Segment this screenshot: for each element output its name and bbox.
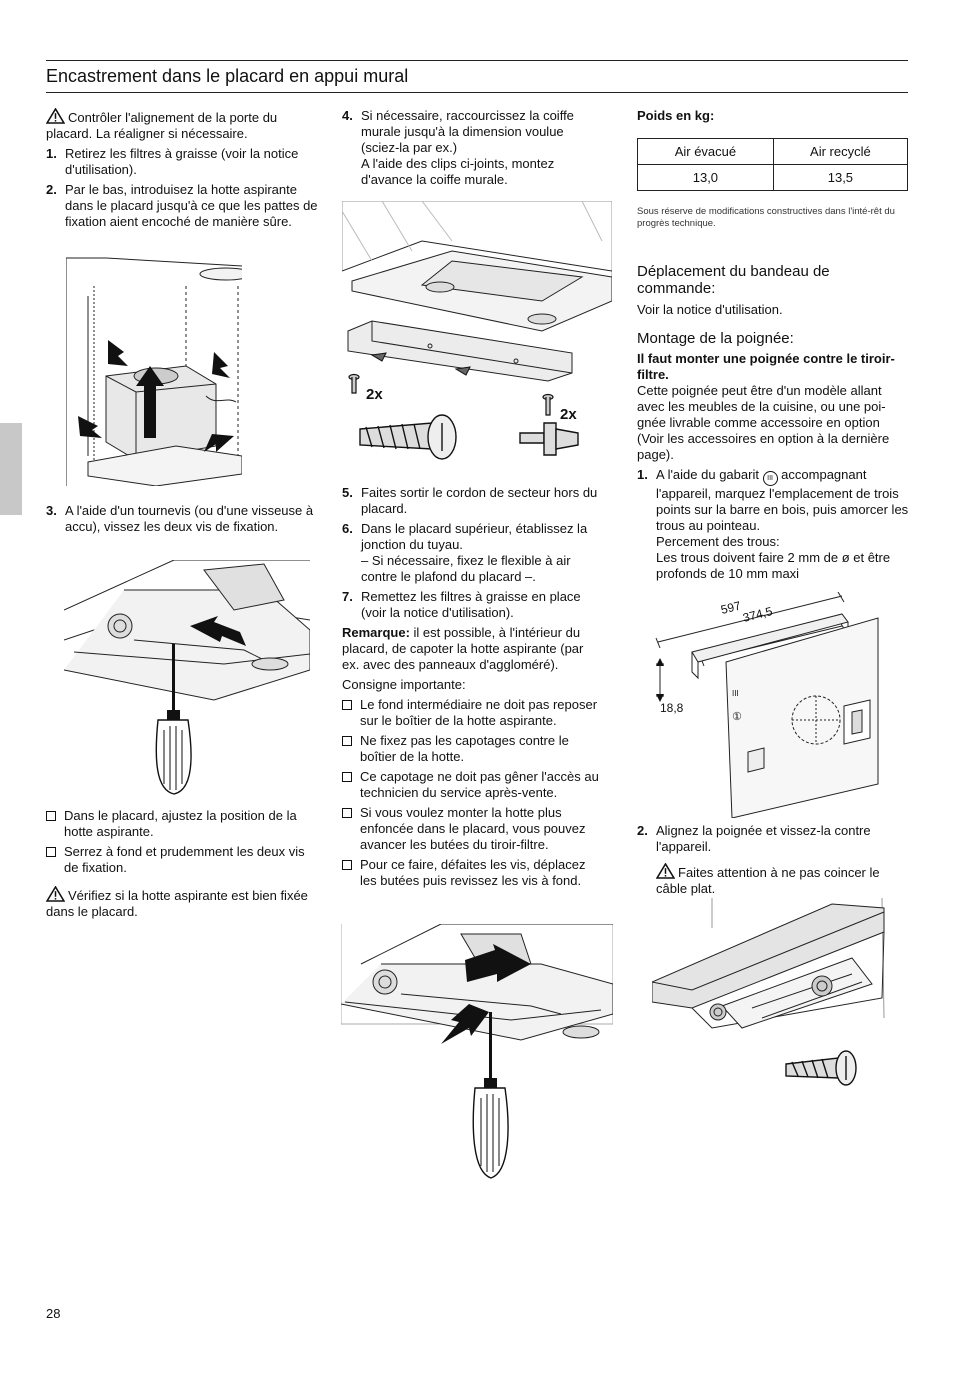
page-number: 28	[46, 1306, 61, 1321]
template-symbol-icon: III	[762, 471, 778, 486]
step-5: 5.Faites sortir le cordon de secteur hor…	[342, 485, 598, 516]
section-title-handle: Montage de la poignée:	[637, 330, 794, 347]
warning-icon	[46, 886, 65, 902]
column-2: 4.Si nécessaire, raccourcissez la coiffe…	[342, 108, 604, 192]
side-tab	[0, 423, 22, 515]
warning-note-3: Faites attention à ne pas coincer le câb…	[656, 863, 880, 896]
weights-table: Air évacué Air recyclé 13,0 13,5	[637, 138, 909, 191]
bullet-item: Ce capotage ne doit pas gêner l'accès au…	[342, 769, 604, 801]
template-marker-1: ①	[732, 710, 742, 723]
figure-handle-mounting	[652, 898, 892, 1088]
warning-note-1: Contrôler l'alignement de la porte du pl…	[46, 108, 318, 142]
column-1: Contrôler l'alignement de la porte du pl…	[46, 108, 318, 234]
figure-chimney-clips: 2x 2x	[342, 201, 612, 473]
column-1-step3: 3.A l'aide d'un tournevis (ou d'une viss…	[46, 503, 318, 539]
remark: Remarque: il est possible, à l'intérieur…	[342, 625, 584, 672]
important-label: Consigne importante:	[342, 677, 466, 692]
column-3-step2: 2.Alignez la poignée et vissez-la contre…	[637, 823, 909, 901]
section-text: Voir la notice d'utilisation.	[637, 302, 783, 317]
quantity-label-a: 2x	[366, 386, 383, 403]
bullet-item: Ne fixez pas les capotages contre le boî…	[342, 733, 604, 765]
section-text: Cette poignée peut être d'un modèle alla…	[637, 383, 890, 462]
step-1: 1. A l'aide du gabarit III accompagnant …	[637, 467, 909, 581]
warning-text: Contrôler l'alignement de la porte du pl…	[46, 110, 278, 141]
template-marker-iii: III	[732, 689, 739, 698]
table-header: Air évacué	[637, 138, 774, 165]
column-3: Déplacement du bandeau de commande: Voir…	[637, 263, 909, 586]
dimension-18-8: 18,8	[660, 701, 684, 715]
step-3: 3.A l'aide d'un tournevis (ou d'une viss…	[46, 503, 314, 534]
bullet-item: Le fond intermédiaire ne doit pas repose…	[342, 697, 604, 729]
bullet-item: Serrez à fond et prudemment les deux vis…	[46, 844, 318, 876]
bullet-item: Dans le placard, ajustez la position de …	[46, 808, 318, 840]
bullet-item: Pour ce faire, défaites les vis, déplace…	[342, 857, 604, 889]
header-rule	[46, 92, 908, 93]
top-rule	[46, 60, 908, 61]
step-4: 4.Si nécessaire, raccourcissez la coiffe…	[342, 108, 574, 187]
table-header: Air recyclé	[772, 138, 909, 165]
figure-stopper-adjustment	[341, 924, 613, 1194]
page-title: Encastrement dans le placard en appui mu…	[46, 66, 409, 86]
column-2-steps: 5.Faites sortir le cordon de secteur hor…	[342, 485, 604, 893]
step-2: 2.Alignez la poignée et vissez-la contre…	[637, 823, 871, 854]
step-2: 2.Par le bas, introduisez la hotte aspir…	[46, 182, 318, 229]
weights-label: Poids en kg:	[637, 108, 715, 123]
disclaimer: Sous réserve de modifications constructi…	[637, 206, 895, 229]
column-1-bullets: Dans le placard, ajustez la position de …	[46, 808, 318, 924]
step-1: 1.Retirez les filtres à graisse (voir la…	[46, 146, 299, 177]
figure-drilling-template: 597 374,5 18,8 III ①	[652, 592, 884, 818]
figure-screw-fixing	[64, 560, 310, 800]
dimension-374-5: 374,5	[741, 604, 774, 625]
warning-note-2: Vérifiez si la hotte aspirante est bien …	[46, 886, 308, 919]
figure-hood-insertion	[66, 256, 242, 486]
warning-icon	[656, 863, 675, 879]
section-bold-text: Il faut monter une poignée contre le tir…	[637, 351, 895, 382]
warning-icon	[46, 108, 65, 124]
section-title-control-panel: Déplacement du bandeau de commande:	[637, 263, 830, 297]
table-cell: 13,0	[637, 164, 774, 191]
step-6: 6.Dans le placard supérieur, établissez …	[342, 521, 588, 584]
step-7: 7.Remettez les filtres à graisse en plac…	[342, 589, 581, 620]
bullet-item: Si vous voulez monter la hotte plus enfo…	[342, 805, 604, 853]
table-cell: 13,5	[772, 164, 909, 191]
dimension-597: 597	[719, 598, 742, 617]
quantity-label-b: 2x	[560, 406, 577, 423]
